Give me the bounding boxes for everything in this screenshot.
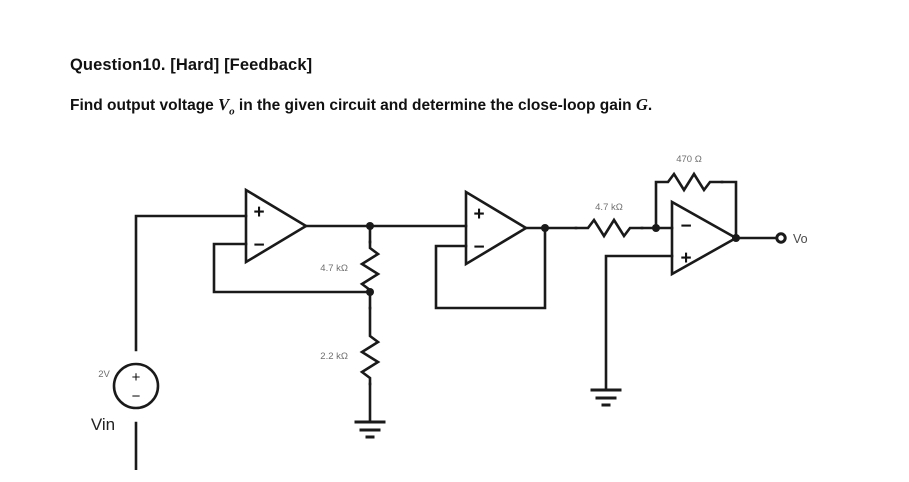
circuit-diagram: + − 2V Vin + − + − − + Vo 4.7 kΩ 2.2 kΩ …: [91, 154, 808, 470]
junction-node-opamp3-output: [732, 234, 740, 242]
voltage-source-plus: +: [132, 369, 141, 386]
voltage-source-name-label: Vin: [91, 415, 115, 434]
prompt-variable-vo: Vo: [218, 95, 235, 118]
prompt-text-3: .: [647, 97, 653, 114]
wire-source-to-opamp1-plus: [134, 214, 248, 352]
resistor-rf-label: 470 Ω: [676, 154, 702, 165]
opamp-1-top-pin: +: [253, 202, 264, 223]
resistor-rf-symbol: [654, 171, 724, 230]
wire-opamp1-feedback: [212, 242, 372, 294]
junction-node-opamp2-output: [541, 224, 549, 232]
prompt-text-1: Find output voltage: [70, 97, 219, 114]
resistor-r2-symbol: [359, 306, 381, 386]
opamp-3-body: [670, 199, 739, 277]
opamp-2-bottom-pin: −: [473, 237, 484, 258]
resistor-r1-symbol: [359, 240, 381, 294]
ground-opamp3-plus: [590, 388, 622, 407]
junction-node-divider: [366, 288, 374, 296]
voltage-source-minus: −: [132, 388, 141, 405]
opamp-1-body: [244, 187, 309, 265]
resistor-r1-label: 4.7 kΩ: [320, 263, 348, 274]
resistor-r3-symbol: [574, 217, 644, 239]
junction-node-opamp1-output: [366, 222, 374, 230]
wire-opamp3-plus-to-ground: [604, 254, 674, 392]
prompt-text-2: in the given circuit and determine the c…: [234, 97, 636, 114]
wire-rf-to-output: [720, 180, 738, 240]
question-title: Question10. [Hard] [Feedback]: [70, 56, 313, 74]
question-prompt: Find output voltage Vo in the given circ…: [70, 95, 652, 117]
wire-opamp2-feedback: [434, 226, 547, 310]
ground-divider: [354, 420, 386, 439]
opamp-3-bottom-pin: +: [680, 248, 691, 269]
junction-node-opamp3-minus: [652, 224, 660, 232]
prompt-variable-g: G: [635, 95, 648, 114]
resistor-r2-label: 2.2 kΩ: [320, 351, 348, 362]
voltage-source-value-label: 2V: [98, 369, 110, 380]
opamp-1-bottom-pin: −: [253, 235, 264, 256]
opamp-3-top-pin: −: [680, 216, 691, 237]
prompt-variable-vo-subscript: o: [229, 105, 235, 118]
voltage-source-symbol: [112, 362, 160, 410]
output-terminal-vo: [775, 232, 787, 244]
opamp-2-body: [464, 189, 529, 267]
opamp-2-top-pin: +: [473, 204, 484, 225]
resistor-r3-label: 4.7 kΩ: [595, 202, 623, 213]
output-terminal-label: Vo: [793, 232, 808, 246]
